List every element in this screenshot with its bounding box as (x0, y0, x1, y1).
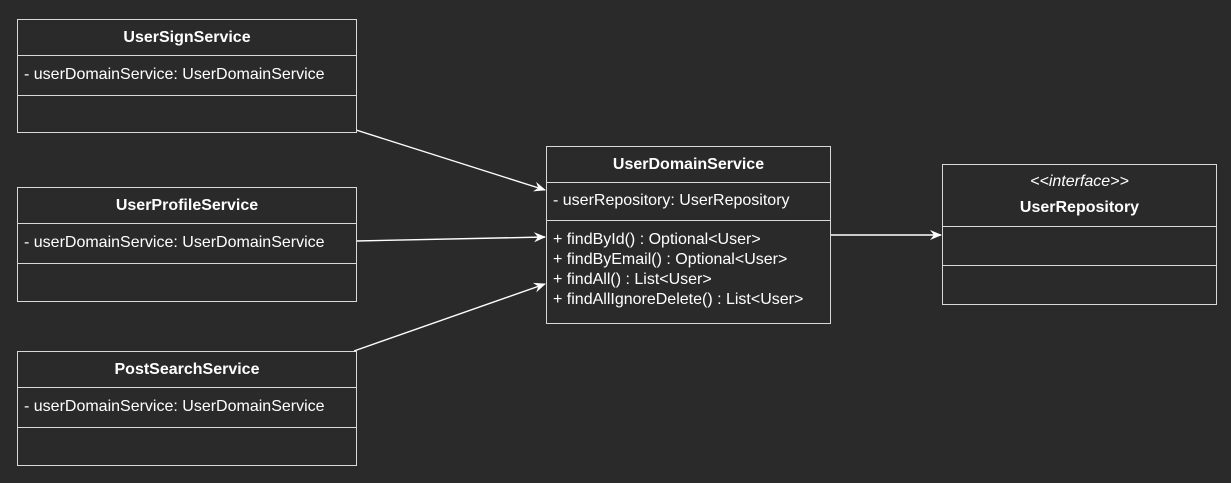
class-user-repository[interactable]: <<interface>> UserRepository (942, 164, 1217, 305)
edge-postsearchservice-userdomainservice (353, 282, 546, 352)
method-row: + findAllIgnoreDelete() : List<User> (553, 291, 804, 308)
method-row: + findById() : Optional<User> (553, 231, 761, 248)
attributes-section (943, 227, 1216, 266)
attributes-section: - userDomainService: UserDomainService (18, 224, 356, 264)
class-name: UserDomainService (612, 155, 765, 173)
attribute-row: - userDomainService: UserDomainService (24, 66, 325, 83)
class-name-header: <<interface>> UserRepository (943, 165, 1216, 227)
interface-stereotype: <<interface>> (1030, 173, 1129, 190)
class-user-domain-service[interactable]: UserDomainService - userRepository: User… (546, 146, 831, 324)
methods-section (18, 428, 356, 465)
edge-userprofileservice-userdomainservice (355, 232, 546, 243)
class-name: UserRepository (1019, 199, 1140, 216)
class-user-profile-service[interactable]: UserProfileService - userDomainService: … (17, 187, 357, 302)
class-post-search-service[interactable]: PostSearchService - userDomainService: U… (17, 351, 357, 466)
attribute-row: - userRepository: UserRepository (553, 192, 790, 209)
methods-section: + findById() : Optional<User> + findByEm… (547, 221, 830, 314)
attribute-row: - userDomainService: UserDomainService (24, 234, 325, 251)
method-row: + findAll() : List<User> (553, 271, 712, 288)
class-name-header: PostSearchService (18, 352, 356, 388)
methods-section (943, 266, 1216, 304)
attribute-row: - userDomainService: UserDomainService (24, 398, 325, 415)
class-name: UserSignService (123, 28, 251, 46)
method-row: + findByEmail() : Optional<User> (553, 251, 788, 268)
class-name-header: UserSignService (18, 20, 356, 56)
class-name-header: UserDomainService (547, 147, 830, 183)
methods-section (18, 264, 356, 301)
attributes-section: - userRepository: UserRepository (547, 183, 830, 221)
class-name-header: UserProfileService (18, 188, 356, 224)
methods-section (18, 96, 356, 132)
attributes-section: - userDomainService: UserDomainService (18, 56, 356, 96)
attributes-section: - userDomainService: UserDomainService (18, 388, 356, 428)
class-name: UserProfileService (115, 196, 259, 214)
class-name: PostSearchService (114, 360, 260, 378)
edge-usersignservice-userdomainservice (355, 129, 546, 192)
class-user-sign-service[interactable]: UserSignService - userDomainService: Use… (17, 19, 357, 133)
